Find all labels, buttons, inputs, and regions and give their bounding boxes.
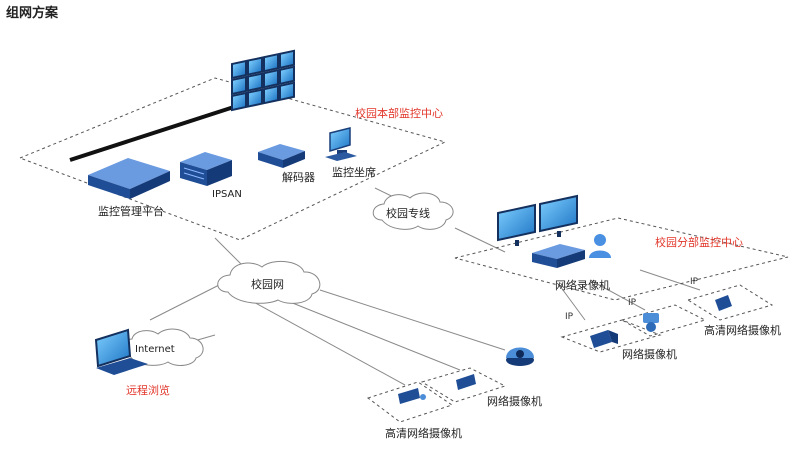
ptz-camera-icon xyxy=(643,313,659,332)
video-wall-tile xyxy=(231,59,247,80)
video-wall-tile xyxy=(247,56,263,76)
video-wall-tile xyxy=(279,65,295,86)
nvr-label: 网络录像机 xyxy=(555,278,610,292)
user-icon xyxy=(589,234,611,258)
video-wall xyxy=(69,49,295,162)
page-title: 组网方案 xyxy=(6,6,59,21)
private-line-label: 校园专线 xyxy=(386,206,430,220)
campus-cam-net-label: 网络摄像机 xyxy=(487,394,542,408)
video-wall-tile xyxy=(247,72,263,92)
video-wall-tile xyxy=(231,91,247,112)
decoder-label: 解码器 xyxy=(282,170,315,184)
main-center-zone xyxy=(18,77,447,241)
hd-bullet-camera-icon xyxy=(398,388,426,404)
branch-cam-zone-1 xyxy=(560,319,662,353)
campus-cam-zone-1 xyxy=(366,381,454,423)
ipsan-icon xyxy=(180,152,232,186)
decoder-icon xyxy=(258,144,305,168)
campus-cam-hd-label: 高清网络摄像机 xyxy=(385,426,462,440)
campus-net-cloud xyxy=(217,260,321,304)
monitor-seat-icon xyxy=(325,127,357,161)
branch-cam-zone-3 xyxy=(686,284,774,321)
video-wall-tile xyxy=(263,85,279,105)
video-wall-tile xyxy=(263,53,279,73)
main-center-label: 校园本部监控中心 xyxy=(355,106,443,120)
box-camera-icon xyxy=(590,330,618,348)
campus-net-label: 校园网 xyxy=(251,277,284,291)
branch-center-label: 校园分部监控中心 xyxy=(655,235,743,249)
internet-label: Internet xyxy=(135,344,175,355)
ipsan-label: IPSAN xyxy=(212,189,242,200)
video-wall-tile xyxy=(279,81,295,102)
private-line-cloud xyxy=(372,192,454,230)
laptop-icon xyxy=(94,328,148,375)
video-wall-tile xyxy=(247,88,263,108)
branch-center-zone xyxy=(454,217,789,301)
video-wall-tile xyxy=(263,69,279,89)
remote-view-label: 远程浏览 xyxy=(126,383,170,397)
monitor-seat-label: 监控坐席 xyxy=(332,165,376,179)
video-wall-tile xyxy=(231,75,247,96)
ip-label-3: IP xyxy=(690,277,699,287)
dome-camera-icon xyxy=(506,347,534,366)
ip-label-2: IP xyxy=(628,298,637,308)
nvr-icon xyxy=(532,244,585,268)
video-wall-tile xyxy=(279,49,295,70)
branch-cam-zone-2 xyxy=(620,304,707,337)
branch-cam-hd-label: 高清网络摄像机 xyxy=(704,323,781,337)
branch-cam-net-label: 网络摄像机 xyxy=(622,347,677,361)
mgmt-platform-label: 监控管理平台 xyxy=(98,204,164,218)
mgmt-platform-icon xyxy=(88,158,170,199)
branch-monitors-icon xyxy=(497,194,578,246)
ip-label-1: IP xyxy=(565,312,574,322)
bullet-camera-icon xyxy=(456,374,476,390)
internet-cloud xyxy=(119,328,204,366)
hd-box-camera-icon xyxy=(715,295,732,311)
